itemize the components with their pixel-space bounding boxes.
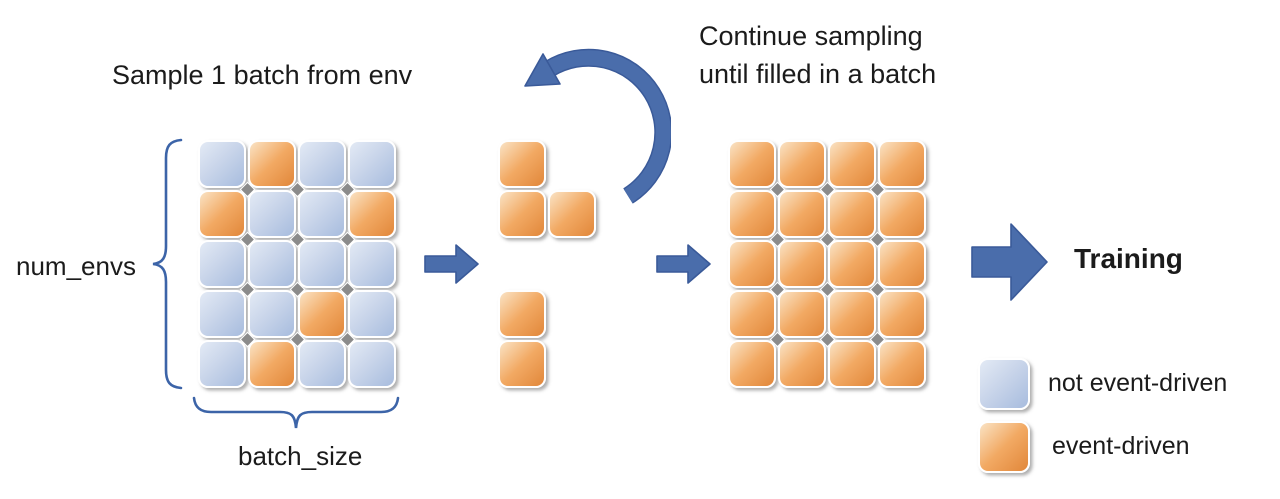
cell-not-event-driven — [198, 340, 246, 388]
not-event-driven-swatch — [978, 358, 1030, 410]
sample-batch-title: Sample 1 batch from env — [112, 60, 413, 90]
cell-event-driven — [548, 190, 596, 238]
cell-not-event-driven — [298, 240, 346, 288]
cell-event-driven — [828, 240, 876, 288]
filled-batch-grid — [728, 140, 926, 388]
cell-event-driven — [828, 340, 876, 388]
event-driven-swatch — [978, 421, 1030, 473]
cell-event-driven — [828, 190, 876, 238]
training-label: Training — [1074, 243, 1183, 274]
event-driven-samples-cluster — [498, 140, 596, 388]
cell-event-driven — [728, 290, 776, 338]
cell-event-driven — [778, 290, 826, 338]
cell-event-driven — [248, 140, 296, 188]
cell-event-driven — [778, 240, 826, 288]
cell-event-driven — [878, 290, 926, 338]
cell-event-driven — [298, 290, 346, 338]
cell-not-event-driven — [298, 190, 346, 238]
legend-swatch-event-driven — [978, 421, 1030, 473]
cell-event-driven — [728, 240, 776, 288]
batch-size-label: batch_size — [238, 441, 363, 471]
cell-not-event-driven — [198, 290, 246, 338]
cell-not-event-driven — [298, 140, 346, 188]
cell-event-driven — [728, 190, 776, 238]
cell-event-driven — [828, 290, 876, 338]
cell-event-driven — [778, 140, 826, 188]
cell-event-driven — [778, 340, 826, 388]
cell-event-driven — [878, 340, 926, 388]
sampled-batch-grid — [198, 140, 396, 388]
cell-event-driven — [878, 190, 926, 238]
cell-event-driven — [728, 340, 776, 388]
cell-event-driven — [878, 140, 926, 188]
legend-label-not-event-driven: not event-driven — [1048, 369, 1228, 397]
batch-size-brace — [192, 396, 400, 429]
continue-sampling-line2: until filled in a batch — [699, 59, 937, 89]
cell-event-driven — [778, 190, 826, 238]
right-arrow-icon — [424, 244, 479, 284]
cell-not-event-driven — [198, 140, 246, 188]
cell-event-driven — [728, 140, 776, 188]
cell-event-driven — [198, 190, 246, 238]
loop-arrow-icon — [524, 48, 671, 204]
cell-not-event-driven — [348, 340, 396, 388]
cell-not-event-driven — [198, 240, 246, 288]
cell-event-driven — [878, 240, 926, 288]
cell-event-driven — [248, 340, 296, 388]
cell-not-event-driven — [348, 140, 396, 188]
cell-event-driven — [498, 290, 546, 338]
training-arrow-icon — [971, 223, 1048, 301]
cell-not-event-driven — [248, 290, 296, 338]
cell-not-event-driven — [248, 190, 296, 238]
continue-sampling-line1: Continue sampling — [699, 21, 923, 51]
cell-not-event-driven — [348, 240, 396, 288]
cell-event-driven — [348, 190, 396, 238]
cell-event-driven — [498, 140, 546, 188]
continue-sampling-note: Continue sampling until filled in a batc… — [699, 17, 936, 93]
cell-not-event-driven — [248, 240, 296, 288]
legend-swatch-not-event-driven — [978, 358, 1030, 410]
legend-label-event-driven: event-driven — [1052, 432, 1190, 460]
right-arrow-icon — [656, 244, 711, 284]
cell-event-driven — [828, 140, 876, 188]
cell-not-event-driven — [298, 340, 346, 388]
cell-not-event-driven — [348, 290, 396, 338]
cell-event-driven — [498, 190, 546, 238]
num-envs-label: num_envs — [16, 251, 136, 281]
num-envs-brace — [152, 138, 183, 390]
cell-event-driven — [498, 340, 546, 388]
